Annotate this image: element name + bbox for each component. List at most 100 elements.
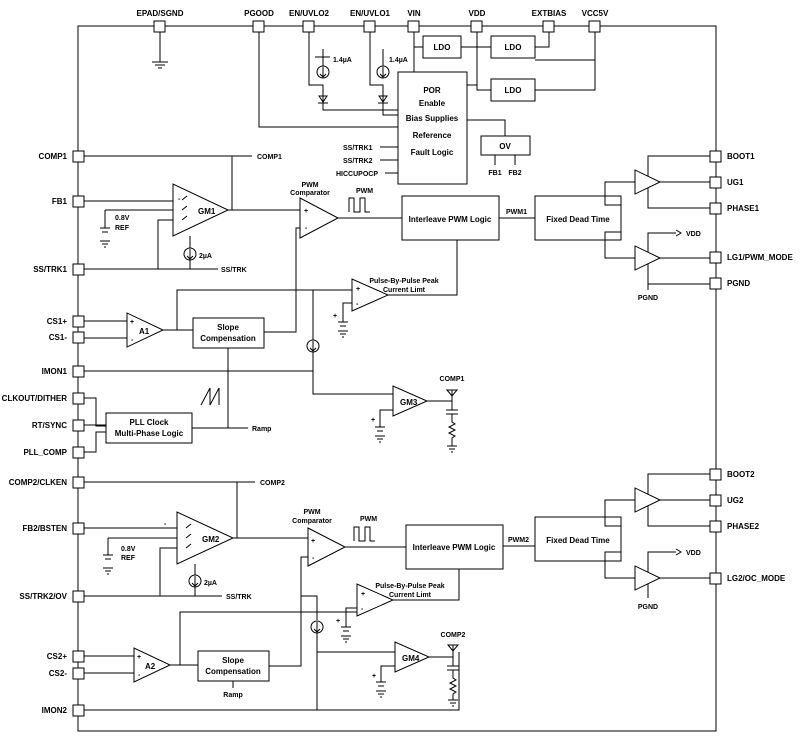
- por-line-3: Reference: [413, 131, 452, 140]
- comp2-label: COMP2: [260, 480, 285, 487]
- pin-label-imon2: IMON2: [42, 706, 68, 715]
- ss-trk-label-b: SS/TRK: [226, 594, 252, 601]
- right-pins: BOOT1 UG1 PHASE1 LG1/PWM_MODE PGND BOOT2…: [709, 150, 793, 585]
- gm3-ref-plus: +: [371, 417, 375, 424]
- pin-label-ug2: UG2: [727, 496, 744, 505]
- peak1-minus: -: [356, 301, 359, 308]
- pgnd-label-2: PGND: [638, 604, 658, 611]
- pin-imon2: [72, 704, 85, 717]
- ov-label: OV: [499, 142, 511, 151]
- slope2-line-1: Compensation: [205, 667, 261, 676]
- pin-label-boot1: BOOT1: [727, 152, 755, 161]
- gm4-comp2-label: COMP2: [441, 632, 466, 639]
- pin-label-vcc5v: VCC5V: [582, 9, 609, 18]
- pin-phase1: [709, 202, 722, 215]
- gm4-ref-plus: +: [372, 673, 376, 680]
- pin-comp1: [72, 150, 85, 163]
- peak1-ground: [338, 330, 348, 338]
- slope-comp-2: [197, 650, 270, 682]
- gm2-label: GM2: [202, 535, 220, 544]
- imon2-wire: [84, 652, 460, 711]
- epad-ground: [152, 32, 168, 69]
- ref1-voltage: 0.8V: [115, 215, 130, 222]
- pin-label-comp2: COMP2/CLKEN: [9, 478, 67, 487]
- pin-cs2-minus: [72, 667, 85, 680]
- pin-label-cs1-plus: CS1+: [47, 317, 68, 326]
- imon1-src-wire: [309, 341, 393, 395]
- pin-label-vdd: VDD: [469, 9, 486, 18]
- por-line-2: Bias Supplies: [406, 114, 459, 123]
- pin-label-en-uvlo2: EN/UVLO2: [289, 9, 330, 18]
- por-input-ss-trk1: SS/TRK1: [343, 145, 373, 152]
- slope1-line-0: Slope: [217, 323, 239, 332]
- a1-label: A1: [139, 327, 150, 336]
- pgood-wire: [258, 32, 398, 128]
- label-1p4ua-b: 1.4µA: [389, 57, 408, 64]
- pin-label-cs2-minus: CS2-: [49, 669, 68, 678]
- gm2-minus: -: [164, 521, 167, 528]
- gm3-label: GM3: [400, 398, 418, 407]
- zener-en2: [318, 95, 328, 104]
- a2-label: A2: [145, 662, 156, 671]
- pin-en-uvlo2: [302, 20, 315, 33]
- pin-label-ss-trk1: SS/TRK1: [33, 265, 67, 274]
- pin-label-clkout: CLKOUT/DITHER: [2, 394, 68, 403]
- por-line-0: POR: [423, 86, 441, 95]
- ov-output-fb2: FB2: [508, 170, 521, 177]
- pin-label-pgnd: PGND: [727, 279, 750, 288]
- pin-label-comp1: COMP1: [39, 152, 68, 161]
- pgnd-label-1: PGND: [638, 295, 658, 302]
- en-uvlo2-wire: [308, 32, 398, 111]
- pin-label-rt-sync: RT/SYNC: [32, 421, 67, 430]
- peak-limit-comparator-2: [356, 583, 395, 617]
- dead-time-2: [534, 516, 622, 562]
- ramp-label-2: Ramp: [223, 692, 242, 699]
- channel-2: COMP2 GM2 - 0.8V REF 2µA SS/TRK + - PWM …: [84, 473, 710, 711]
- label-2ua-b: 2µA: [204, 580, 217, 587]
- pwm-comp1-plus: +: [304, 208, 308, 215]
- left-pins: COMP1 FB1 SS/TRK1 CS1+ CS1- IMON1 CLKOUT…: [2, 150, 85, 717]
- pwm-comp2-title-0: PWM: [303, 509, 320, 516]
- ref2-voltage: 0.8V: [121, 546, 136, 553]
- gm3-ground: [375, 435, 385, 443]
- pin-ug1: [709, 176, 722, 189]
- por-line-4: Fault Logic: [411, 148, 454, 157]
- pwm1-wave-label: PWM: [356, 188, 373, 195]
- pin-fb1: [72, 195, 85, 208]
- pll-wires: [84, 397, 106, 453]
- gm4-label: GM4: [402, 654, 420, 663]
- pin-vcc5v: [588, 20, 601, 33]
- current-arrow-2ua-b: [191, 576, 199, 596]
- pwm-comp1-minus: -: [305, 225, 308, 232]
- zener-en1: [378, 95, 388, 104]
- gm1-minus: -: [178, 196, 181, 203]
- pwm2-label: PWM2: [508, 537, 529, 544]
- peak-limit-comparator-1: [351, 278, 390, 312]
- peak2-minus: -: [361, 606, 364, 613]
- pin-phase2: [709, 520, 722, 533]
- pin-label-ug1: UG1: [727, 178, 744, 187]
- peak1-ref-plus: +: [333, 313, 337, 320]
- slope2-line-0: Slope: [222, 656, 244, 665]
- pin-comp2: [72, 476, 85, 489]
- pin-boot1: [709, 150, 722, 163]
- comp2-arrow: [446, 644, 460, 652]
- pin-fb2: [72, 522, 85, 535]
- pwm-comparator-1: [299, 197, 340, 239]
- en-uvlo1-wire: [369, 32, 398, 116]
- peak2-ground: [341, 635, 351, 643]
- driver1-inputs: [604, 181, 635, 259]
- pin-en-uvlo1: [363, 20, 376, 33]
- pwm-comparator-2: [307, 527, 347, 567]
- ldo-label-2: LDO: [505, 43, 522, 52]
- por-block: [397, 71, 468, 185]
- vdd-wire: [461, 32, 491, 48]
- gm4-amp: [394, 641, 431, 673]
- current-arrow-en1: [379, 67, 387, 78]
- peak1-title-1: Current Limt: [383, 287, 426, 294]
- pll-line-0: PLL Clock: [130, 418, 170, 427]
- gm3-comp1-label: COMP1: [440, 376, 465, 383]
- pin-label-epad: EPAD/SGND: [137, 9, 184, 18]
- pin-label-vin: VIN: [407, 9, 421, 18]
- extbias-wire: [535, 32, 550, 48]
